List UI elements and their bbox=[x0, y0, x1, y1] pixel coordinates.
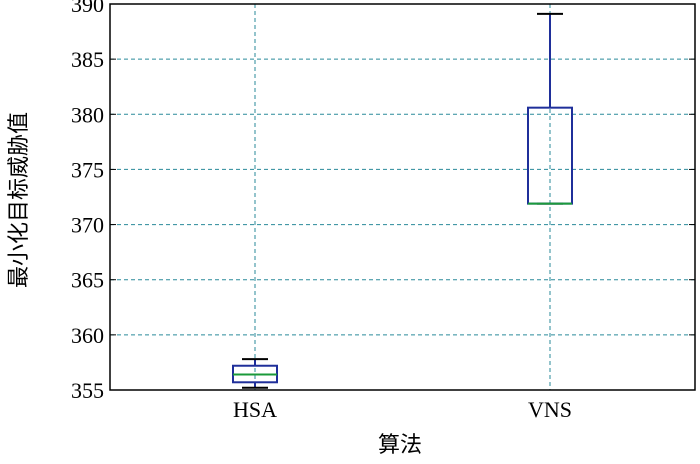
y-tick-label: 380 bbox=[71, 102, 104, 127]
x-tick-label: VNS bbox=[528, 397, 572, 422]
x-tick-labels: HSA VNS bbox=[233, 397, 572, 422]
y-tick-label: 375 bbox=[71, 157, 104, 182]
y-tick-label: 390 bbox=[71, 0, 104, 17]
y-axis-label: 最小化目标威胁值 bbox=[6, 112, 31, 288]
box-hsa bbox=[232, 358, 278, 389]
plot-frame bbox=[109, 3, 696, 391]
y-tick-label: 355 bbox=[71, 378, 104, 403]
x-axis-label: 算法 bbox=[378, 432, 422, 457]
y-tick-label: 385 bbox=[71, 47, 104, 72]
box-vns bbox=[527, 12, 573, 205]
y-tick-labels: 355 360 365 370 375 380 385 390 bbox=[71, 0, 104, 403]
y-tick-label: 360 bbox=[71, 323, 104, 348]
grid bbox=[110, 3, 695, 391]
y-tick-label: 370 bbox=[71, 213, 104, 238]
boxes bbox=[232, 12, 573, 389]
y-tick-label: 365 bbox=[71, 268, 104, 293]
x-tick-label: HSA bbox=[233, 397, 277, 422]
